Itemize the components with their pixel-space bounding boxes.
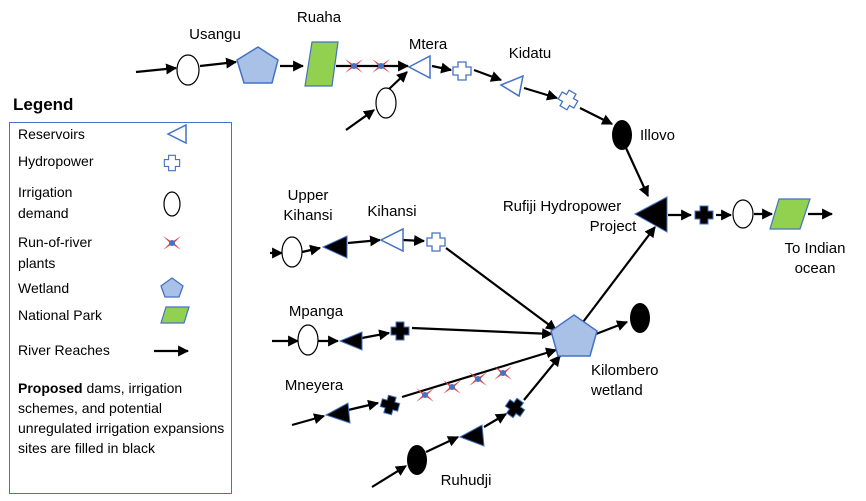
label-kihansi: Kihansi [367, 203, 416, 220]
label-kidatu: Kidatu [509, 45, 552, 62]
ruhudji-proposed-irrigation [407, 445, 427, 475]
legend-note-text: dams, irrigation schemes, and potential … [18, 380, 225, 456]
legend-wetland-symbol [160, 277, 184, 298]
ruhudji-proposed-dam [458, 424, 485, 447]
selous-national-park [769, 198, 811, 230]
legend-title: Legend [13, 95, 74, 114]
label-mpanga: Mpanga [289, 303, 344, 320]
upper-kihansi-proposed-dam [321, 235, 348, 259]
label-ruaha: Ruaha [297, 9, 342, 26]
label-kilombero-2: wetland [590, 382, 643, 399]
legend-label-wetland: Wetland [18, 280, 70, 296]
legend-label-run-of-river-1: Run-of-river [18, 234, 92, 250]
river-reaches-mpanga [272, 326, 554, 347]
mtera-hydropower [452, 61, 472, 81]
river-reaches-main [579, 208, 834, 336]
upper-kihansi-irrigation-demand [281, 236, 303, 268]
usangu-wetland-pentagon [236, 46, 279, 84]
kihansi-hydropower [426, 232, 446, 252]
run-of-river-plant-mneyera-4 [494, 366, 512, 380]
river-reaches-upper [135, 57, 649, 197]
label-upper-kihansi-1: Upper [288, 187, 329, 204]
river-reaches-ruhudji [371, 355, 561, 488]
river-reaches-kihansi [270, 235, 557, 331]
label-mneyera: Mneyera [285, 377, 344, 394]
rufiji-irrigation-demand [732, 199, 754, 229]
legend-proposed-note: Proposed dams, irrigation schemes, and p… [18, 378, 230, 458]
legend-label-reservoirs: Reservoirs [18, 126, 85, 142]
label-indian-ocean-2: ocean [795, 260, 836, 277]
label-indian-ocean-1: To Indian [785, 240, 846, 257]
river-reaches-mneyera [291, 347, 558, 427]
mpanga-proposed-hydropower [390, 321, 410, 341]
label-upper-kihansi-2: Kihansi [283, 207, 332, 224]
label-kilombero-1: Kilombero [591, 362, 659, 379]
kidatu-reservoir [499, 74, 525, 98]
label-mtera: Mtera [409, 36, 448, 53]
legend-reservoir-symbol [166, 123, 187, 145]
label-ruhudji: Ruhudji [441, 472, 492, 489]
usangu-irrigation-demand [176, 54, 200, 86]
legend-label-run-of-river-2: plants [18, 255, 56, 271]
legend-irrigation-symbol [163, 191, 181, 217]
ruaha-national-park [304, 41, 339, 87]
label-rufiji-1: Rufiji Hydropower [503, 198, 621, 215]
rufiji-hydropower-project-dam [633, 196, 668, 233]
illovo-proposed-irrigation [612, 120, 632, 150]
legend-label-national-park: National Park [18, 307, 103, 323]
kilombero-wetland [550, 314, 598, 357]
legend-label-irrigation-2: demand [18, 205, 69, 221]
rufiji-proposed-hydropower [694, 205, 714, 225]
legend-national-park-symbol [160, 306, 190, 324]
mpanga-irrigation-demand [297, 324, 319, 356]
legend-label-hydropower: Hydropower [18, 153, 94, 169]
label-rufiji-2: Project [590, 218, 638, 235]
mtera-reservoir [407, 54, 431, 80]
legend-box [9, 122, 232, 494]
mneyera-proposed-hydropower [378, 393, 402, 417]
mpanga-proposed-dam [338, 331, 363, 351]
mneyera-proposed-dam [324, 402, 351, 424]
kilombero-proposed-irrigation [630, 303, 650, 333]
kihansi-reservoir [379, 227, 404, 253]
mtera-irrigation-demand [375, 87, 397, 119]
label-usangu: Usangu [189, 26, 241, 43]
legend-label-river-reaches: River Reaches [18, 342, 110, 358]
kidatu-hydropower [555, 87, 581, 113]
legend-note-bold: Proposed [18, 380, 83, 396]
legend-label-irrigation-1: Irrigation [18, 184, 73, 200]
label-illovo: Illovo [640, 127, 675, 144]
